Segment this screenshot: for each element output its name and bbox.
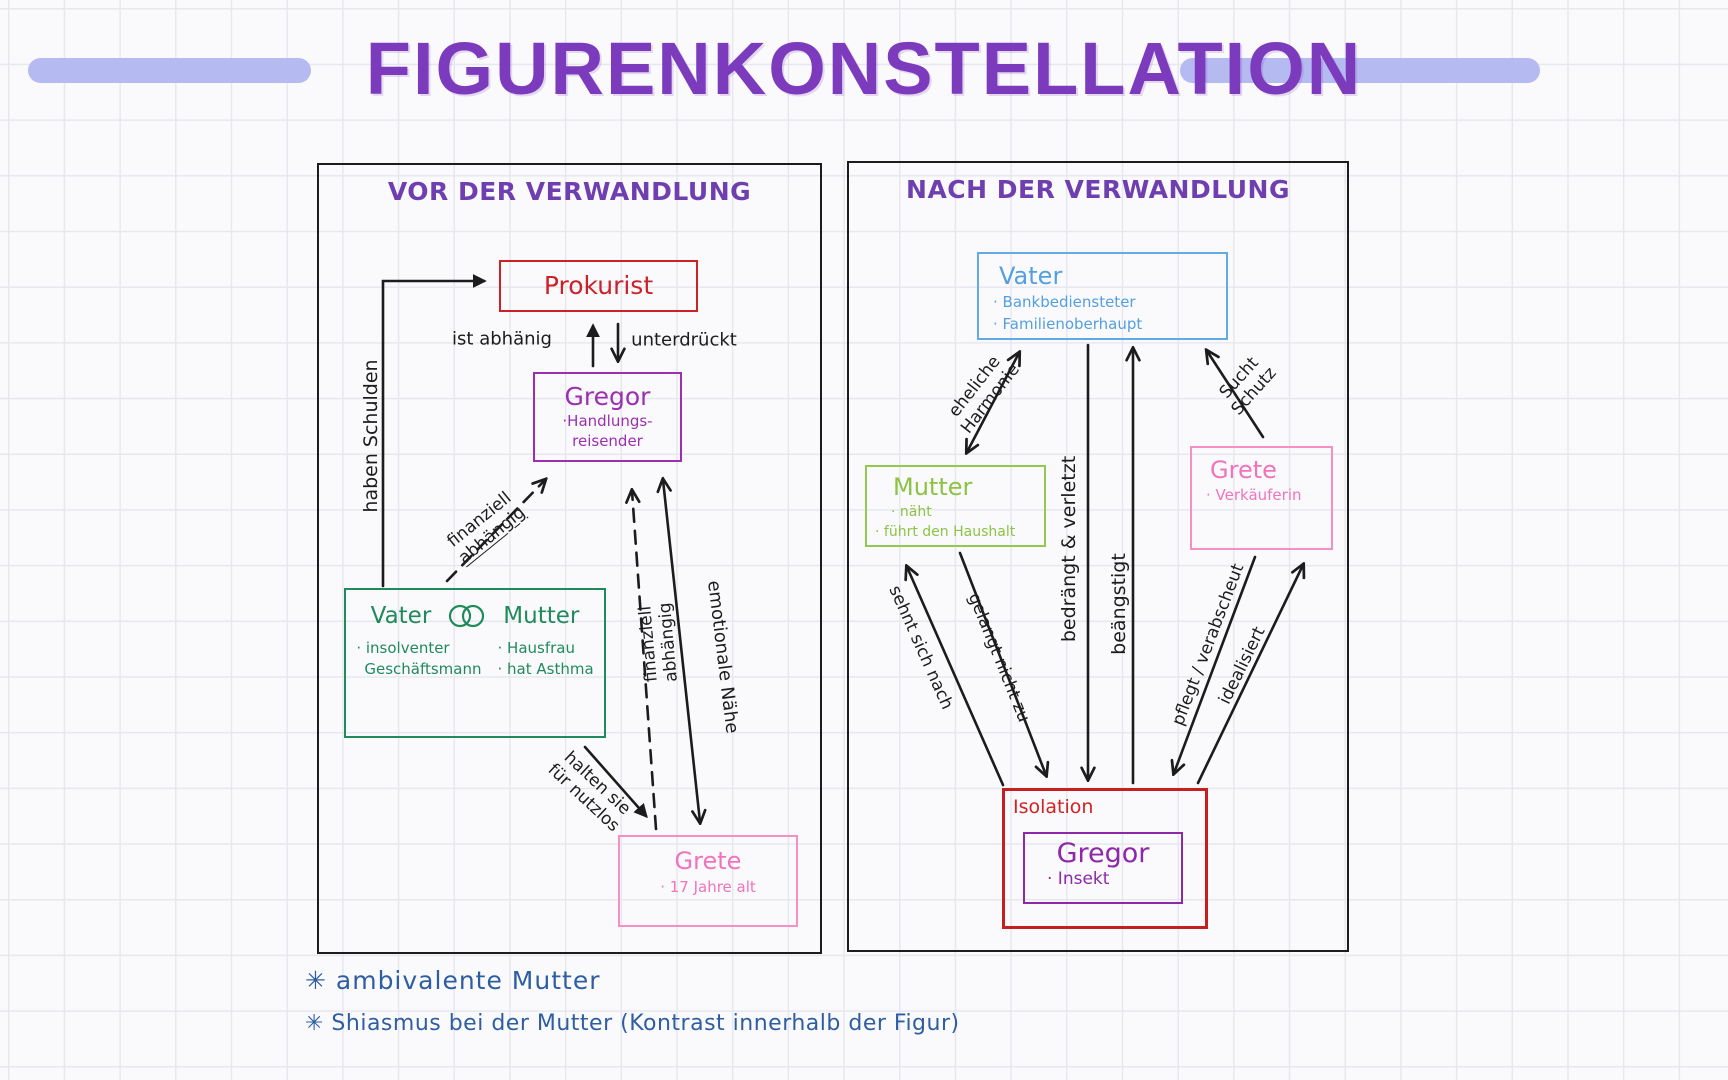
parents-details: · insolventer Geschäftsmann · Hausfrau ·… bbox=[346, 638, 604, 680]
panel-before-heading: VOR DER VERWANDLUNG bbox=[387, 177, 752, 206]
panel-after-heading: NACH DER VERWANDLUNG bbox=[906, 175, 1290, 204]
grete-name: Grete bbox=[674, 847, 742, 875]
prokurist-name: Prokurist bbox=[543, 271, 654, 300]
box-gregor-before: Gregor ·Handlungs- reisender bbox=[533, 372, 682, 462]
label-bedraengt-verletzt: bedrängt & verletzt bbox=[1058, 455, 1081, 643]
note-shiasmus: ✳ Shiasmus bei der Mutter (Kontrast inne… bbox=[305, 1011, 960, 1036]
grete-detail: · Verkäuferin bbox=[1206, 486, 1302, 504]
grete-name: Grete bbox=[1210, 456, 1277, 484]
gregor-detail: · Insekt bbox=[1047, 869, 1110, 889]
gregor-name: Gregor bbox=[564, 382, 651, 411]
box-grete-after: Grete · Verkäuferin bbox=[1190, 446, 1333, 550]
isolation-label: Isolation bbox=[1013, 796, 1094, 818]
box-isolation: Isolation bbox=[1002, 788, 1208, 929]
mutter-name: Mutter bbox=[893, 473, 973, 501]
box-gregor-after: Gregor · Insekt bbox=[1023, 832, 1183, 904]
grete-detail: · 17 Jahre alt bbox=[660, 878, 756, 896]
father-name: Vater bbox=[370, 603, 432, 629]
panel-after-transformation: NACH DER VERWANDLUNG bbox=[847, 161, 1349, 952]
label-finanziell-abhaengig-grete: finanziell abhängig bbox=[635, 601, 682, 683]
title-decor-bar-left bbox=[28, 58, 311, 83]
note-ambivalente-mutter: ✳ ambivalente Mutter bbox=[305, 966, 601, 995]
gregor-name: Gregor bbox=[1056, 838, 1150, 869]
label-unterdrueckt: unterdrückt bbox=[631, 329, 737, 351]
mother-details: · Hausfrau · hat Asthma bbox=[497, 639, 594, 678]
label-beaengstigt: beängstigt bbox=[1108, 553, 1131, 655]
box-prokurist: Prokurist bbox=[499, 260, 698, 312]
box-vater-after: Vater · Bankbediensteter · Familienoberh… bbox=[977, 252, 1228, 340]
page-title: FIGURENKONSTELLATION bbox=[365, 27, 1363, 110]
box-mutter-after: Mutter · näht · führt den Haushalt bbox=[865, 465, 1046, 547]
title-decor-bar-right bbox=[1180, 58, 1540, 83]
label-haben-schulden: haben Schulden bbox=[360, 359, 383, 513]
box-parents-before: Vater Mutter · insolventer Geschäftsmann… bbox=[344, 588, 606, 738]
vater-name: Vater bbox=[999, 262, 1063, 290]
gregor-detail: ·Handlungs- reisender bbox=[562, 412, 653, 451]
vater-details: · Bankbediensteter · Familienoberhaupt bbox=[993, 293, 1143, 333]
label-ist-abhaenig: ist abhänig bbox=[452, 328, 552, 350]
mother-name: Mutter bbox=[503, 603, 580, 629]
father-details: · insolventer Geschäftsmann bbox=[356, 639, 482, 678]
box-grete-before: Grete · 17 Jahre alt bbox=[618, 835, 798, 927]
marriage-rings-icon bbox=[449, 604, 485, 628]
parents-header: Vater Mutter bbox=[346, 602, 604, 630]
mutter-details: · näht · führt den Haushalt bbox=[875, 504, 1016, 540]
panel-before-transformation: VOR DER VERWANDLUNG bbox=[317, 163, 822, 954]
